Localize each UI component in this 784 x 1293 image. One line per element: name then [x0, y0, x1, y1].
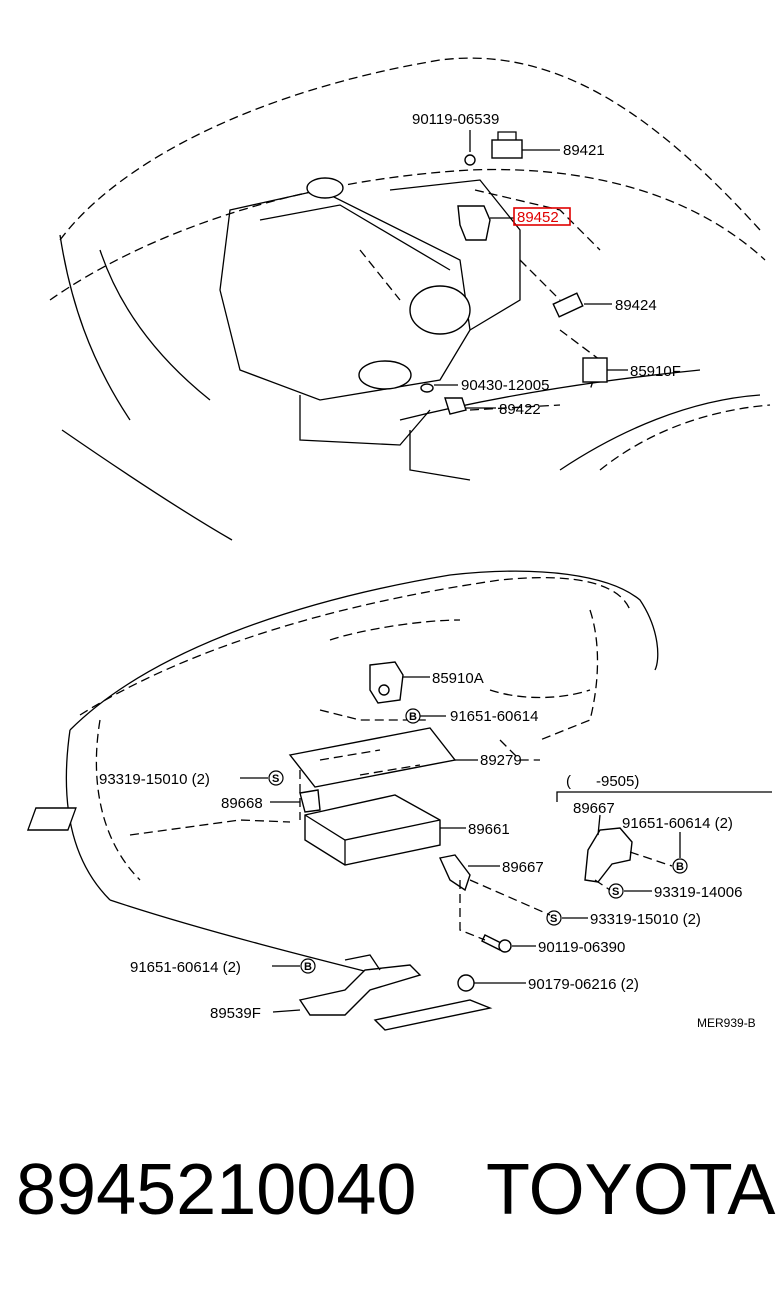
label-85910F: 85910F — [630, 363, 681, 380]
label-90179-06216-2: 90179-06216 (2) — [528, 976, 639, 993]
label-91651-60614: 91651-60614 — [450, 708, 538, 725]
label-85910A: 85910A — [432, 670, 484, 687]
label-89667-inset: 89667 — [573, 800, 615, 817]
symbol-s-1: S — [272, 773, 279, 785]
label-89422: 89422 — [499, 401, 541, 418]
part-number-text: 8945210040 — [16, 1150, 417, 1230]
label-89539F: 89539F — [210, 1005, 261, 1022]
symbol-s-3: S — [612, 886, 619, 898]
label-89421: 89421 — [563, 142, 605, 159]
highlight-box-89452 — [513, 207, 571, 226]
diagram-code: MER939-B — [697, 1016, 756, 1030]
label-89668: 89668 — [221, 795, 263, 812]
dashboard-illustration — [26, 570, 772, 1031]
label-89661: 89661 — [468, 821, 510, 838]
parts-diagram: 90119-06539 89421 89452 89424 90430-1200… — [26, 57, 772, 1031]
symbol-b-2: B — [304, 961, 312, 973]
label-90430-12005: 90430-12005 — [461, 377, 549, 394]
symbol-s-2: S — [550, 913, 557, 925]
label-89667-main: 89667 — [502, 859, 544, 876]
label-91651-60614-2-left: 91651-60614 (2) — [130, 959, 241, 976]
label-93319-15010-2-left: 93319-15010 (2) — [99, 771, 210, 788]
label-inset-range: ( -9505) — [566, 773, 639, 790]
label-90119-06390: 90119-06390 — [538, 939, 625, 956]
label-89452: 89452 — [517, 209, 559, 226]
label-93319-14006: 93319-14006 — [654, 884, 742, 901]
symbol-b-1: B — [409, 711, 417, 723]
brand-text: TOYOTA — [486, 1150, 776, 1230]
symbol-b-3: B — [676, 861, 684, 873]
label-89424: 89424 — [615, 297, 657, 314]
caption-footer: 8945210040 TOYOTA — [0, 1150, 784, 1240]
engine-bay-illustration — [49, 57, 771, 541]
label-89279: 89279 — [480, 752, 522, 769]
label-90119-06539: 90119-06539 — [412, 111, 499, 128]
label-93319-15010-2-right: 93319-15010 (2) — [590, 911, 701, 928]
label-91651-60614-2-right: 91651-60614 (2) — [622, 815, 733, 832]
